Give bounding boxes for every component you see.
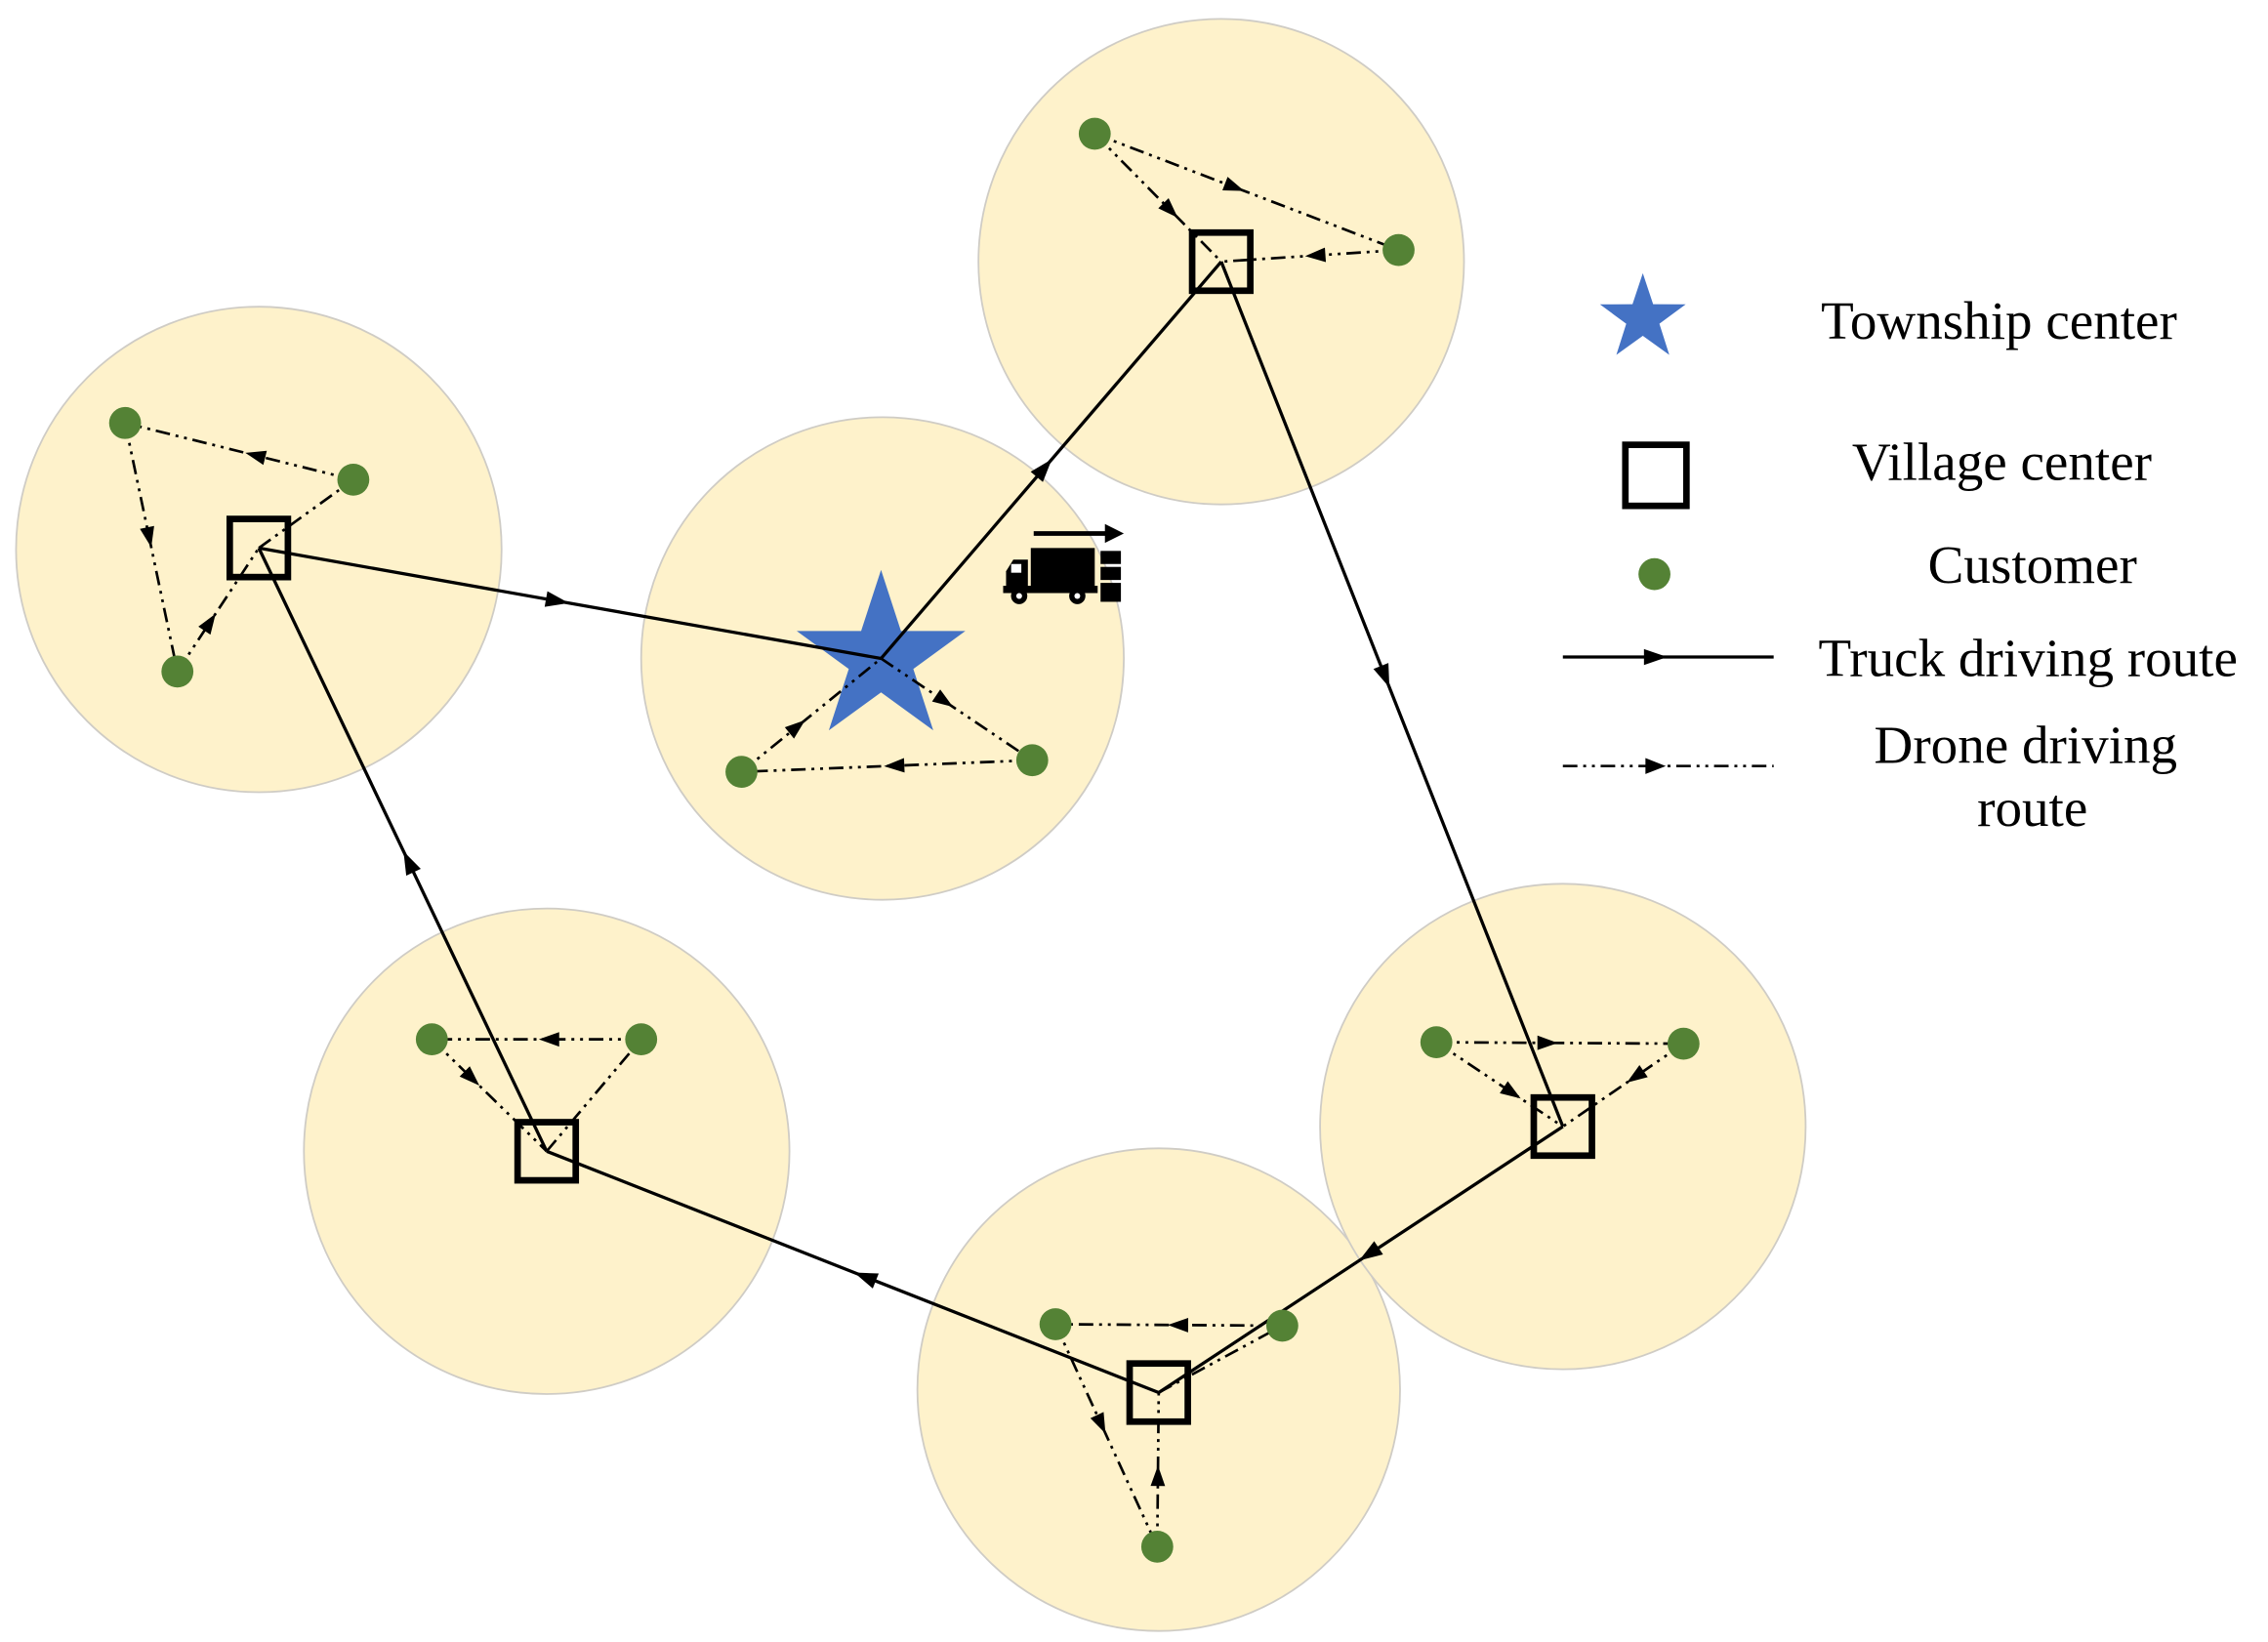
truck-wheel-hub (1074, 593, 1081, 599)
drone-route-segment (124, 422, 354, 481)
drone-route-segment (176, 547, 261, 673)
drone-route-segment (880, 657, 1034, 761)
truck-route-arrow (1359, 1241, 1383, 1261)
legend-symbols (1562, 272, 1774, 774)
parcel-box (1100, 583, 1122, 602)
legend-star-icon (1599, 272, 1686, 355)
route-arrows (140, 177, 1648, 1487)
drone-route-arrow (1090, 1412, 1106, 1434)
drone-route-segment (740, 657, 883, 773)
legend: Township center Village center Customer … (1562, 272, 2238, 838)
drone-route-arrow (1222, 177, 1245, 191)
drone-route-segment (1562, 1043, 1685, 1129)
customer-dot (108, 406, 142, 439)
village-center-square-icon (1530, 1093, 1595, 1160)
customer-dot (1382, 233, 1415, 267)
truck-chassis (1003, 586, 1098, 594)
parcel-box (1100, 551, 1122, 564)
drone-route-arrow (1537, 1035, 1558, 1050)
customer-dot (415, 1023, 448, 1056)
village-center-square-icon (226, 515, 292, 581)
drone-route-arrow (459, 1066, 479, 1087)
legend-label-drone-route-line-1: Drone driving (1875, 716, 2178, 775)
drone-route-segment (1436, 1041, 1684, 1046)
legend-label-customer: Customer (1928, 535, 2137, 595)
legend-label-drone-route: Drone driving route (1875, 716, 2191, 838)
parcel-box (1100, 566, 1122, 581)
drone-route-arrow (245, 450, 268, 466)
drone-route-segment (1093, 132, 1399, 252)
drone-route-segment (1053, 1323, 1159, 1547)
legend-label-village-center: Village center (1852, 431, 2152, 491)
customer-dot (725, 756, 758, 789)
truck-route-arrow (403, 850, 421, 876)
township-center-star-icon (797, 569, 966, 731)
legend-dot-icon (1638, 557, 1670, 591)
customer-dot (1420, 1026, 1453, 1059)
drone-route-arrow (1500, 1081, 1521, 1099)
truck-direction-arrow-head (1104, 523, 1125, 544)
drone-route-arrow (1304, 247, 1327, 263)
drone-route-segment (1158, 1324, 1284, 1394)
truck-cargo-box (1030, 548, 1095, 590)
drone-route-arrow (1627, 1065, 1648, 1084)
village-center-square-icon (514, 1119, 580, 1184)
drone-route-segment (741, 759, 1033, 774)
truck-icon (1003, 523, 1125, 604)
drone-route-arrow (784, 719, 805, 739)
truck-route-arrow (853, 1272, 880, 1289)
drone-route-arrow (198, 613, 216, 636)
truck-wheel-hub (1015, 593, 1022, 599)
drone-route-segment (431, 1038, 548, 1153)
drone-route-arrow (1158, 197, 1178, 219)
legend-truck-route-arrow (1643, 648, 1668, 666)
customer-dot (1015, 744, 1049, 777)
legend-label-township-center: Township center (1821, 291, 2177, 350)
truck-route-arrow (1373, 663, 1390, 688)
customer-dot (625, 1023, 658, 1056)
service-zone-circle (916, 1147, 1401, 1632)
village-center-square-icon (1188, 228, 1254, 295)
drone-route-arrow (931, 689, 954, 708)
truck-route-segment (258, 546, 882, 661)
legend-label-drone-route-line-2: route (1977, 778, 2087, 838)
drone-route-arrow (1150, 1465, 1166, 1487)
truck-route-segment (1219, 261, 1565, 1128)
customers (108, 117, 1700, 1563)
center-markers (226, 228, 1595, 1425)
drone-route-segment (258, 478, 354, 550)
legend-square-icon (1622, 441, 1690, 510)
customer-dot (1266, 1309, 1299, 1342)
drone-route-arrow (884, 758, 905, 773)
truck-route-segment (546, 1149, 1160, 1395)
service-zones (15, 18, 1807, 1632)
customer-dot (1078, 117, 1111, 150)
truck-cab-window (1010, 563, 1022, 573)
drone-routes (123, 132, 1685, 1547)
truck-route-arrow (544, 591, 569, 607)
truck-route-arrow (1030, 459, 1052, 482)
customer-dot (1140, 1530, 1174, 1563)
truck-route-segment (257, 547, 549, 1153)
customer-dot (161, 655, 194, 688)
customer-dot (337, 463, 370, 496)
drone-route-arrow (140, 525, 154, 548)
drone-route-segment (1435, 1041, 1564, 1129)
customer-dot (1039, 1308, 1072, 1340)
drone-route-segment (1093, 133, 1222, 263)
drone-route-arrow (538, 1032, 559, 1047)
legend-label-truck-route: Truck driving route (1819, 628, 2238, 687)
legend-drone-route-arrow (1645, 758, 1667, 774)
drone-route-segment (545, 1038, 642, 1153)
customer-dot (1667, 1027, 1700, 1060)
drone-route-arrow (1168, 1317, 1189, 1333)
